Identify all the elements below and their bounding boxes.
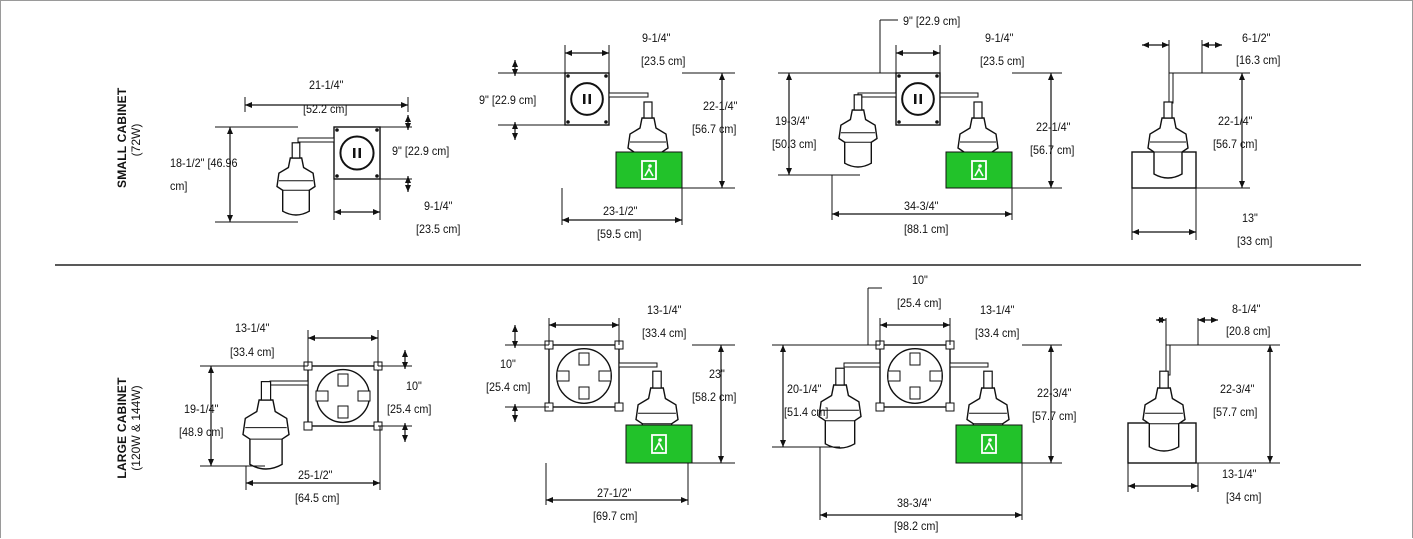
dim-label: 10" bbox=[912, 273, 928, 287]
dim-label: 9" [22.9 cm] bbox=[479, 93, 537, 107]
dim-label: 10" bbox=[500, 357, 516, 371]
lamp-fixture-icon bbox=[1142, 370, 1186, 452]
dim-label: 9-1/4" bbox=[985, 31, 1014, 45]
large-cabinet-views bbox=[200, 287, 1280, 520]
dim-label: [33.4 cm] bbox=[230, 345, 275, 359]
dim-label: 10" bbox=[406, 379, 422, 393]
dim-label: [88.1 cm] bbox=[904, 222, 949, 236]
dim-label: [52.2 cm] bbox=[303, 102, 348, 116]
cabinet-box-icon bbox=[895, 72, 941, 126]
dim-label: [56.7 cm] bbox=[692, 122, 737, 136]
conduit-arm bbox=[1168, 72, 1174, 104]
conduit-arm bbox=[608, 92, 649, 98]
lamp-fixture-icon bbox=[818, 367, 862, 449]
dim-label: [57.7 cm] bbox=[1213, 405, 1258, 419]
dim-label: [69.7 cm] bbox=[593, 509, 638, 523]
dim-label: [34 cm] bbox=[1226, 490, 1262, 504]
conduit-arm bbox=[269, 380, 309, 386]
conduit-arm bbox=[939, 92, 979, 98]
dim-label: 21-1/4" bbox=[309, 78, 344, 92]
cabinet-box-icon bbox=[564, 72, 610, 126]
cabinet-box-icon bbox=[875, 340, 955, 412]
conduit-arm bbox=[1165, 344, 1171, 376]
dim-label: [33.4 cm] bbox=[642, 326, 687, 340]
dim-label: 23" bbox=[709, 367, 725, 381]
conduit-arm bbox=[297, 137, 335, 143]
dim-label: [25.4 cm] bbox=[486, 380, 531, 394]
dim-label: [51.4 cm] bbox=[784, 405, 829, 419]
exit-sign-icon bbox=[615, 151, 683, 189]
dim-label: 22-1/4" bbox=[703, 99, 738, 113]
dim-label: [56.7 cm] bbox=[1030, 143, 1075, 157]
cabinet-box-icon bbox=[333, 126, 381, 180]
exit-sign-icon bbox=[955, 424, 1023, 464]
dim-label: cm] bbox=[170, 179, 188, 193]
dim-label: [23.5 cm] bbox=[416, 222, 461, 236]
dim-label: 19-3/4" bbox=[775, 114, 810, 128]
dim-label: 38-3/4" bbox=[897, 496, 932, 510]
dim-label: 13-1/4" bbox=[980, 303, 1015, 317]
dim-label: 9-1/4" bbox=[424, 199, 453, 213]
dim-label: [23.5 cm] bbox=[641, 54, 686, 68]
dim-label: 13-1/4" bbox=[647, 303, 682, 317]
dim-label: [20.8 cm] bbox=[1226, 324, 1271, 338]
dim-label: 22-3/4" bbox=[1037, 386, 1072, 400]
dim-label: 13-1/4" bbox=[235, 321, 270, 335]
dim-label: [33 cm] bbox=[1237, 234, 1273, 248]
dim-label: 9-1/4" bbox=[642, 31, 671, 45]
dim-label: [25.4 cm] bbox=[387, 402, 432, 416]
dim-label: [64.5 cm] bbox=[295, 491, 340, 505]
dim-label: [48.9 cm] bbox=[179, 425, 224, 439]
dim-label: 20-1/4" bbox=[787, 382, 822, 396]
dim-label: 23-1/2" bbox=[603, 204, 638, 218]
dim-label: [33.4 cm] bbox=[975, 326, 1020, 340]
dim-label: [25.4 cm] bbox=[897, 296, 942, 310]
dim-label: [58.2 cm] bbox=[692, 390, 737, 404]
lamp-fixture-icon bbox=[276, 142, 316, 216]
dim-label: 22-1/4" bbox=[1218, 114, 1253, 128]
dim-label: [59.5 cm] bbox=[597, 227, 642, 241]
dim-label: [57.7 cm] bbox=[1032, 409, 1077, 423]
exit-sign-icon bbox=[945, 151, 1013, 189]
small-cabinet-views bbox=[215, 19, 1250, 240]
dim-label: [50.3 cm] bbox=[772, 137, 817, 151]
dim-label: [98.2 cm] bbox=[894, 519, 939, 533]
dim-label: 8-1/4" bbox=[1232, 302, 1261, 316]
dim-label: 9" [22.9 cm] bbox=[392, 144, 450, 158]
dim-label: 6-1/2" bbox=[1242, 31, 1271, 45]
dim-label: 22-1/4" bbox=[1036, 120, 1071, 134]
lamp-fixture-icon bbox=[838, 94, 878, 168]
dim-label: 27-1/2" bbox=[597, 486, 632, 500]
exit-sign-icon bbox=[625, 424, 693, 464]
conduit-arm bbox=[618, 362, 658, 368]
dim-label: 13" bbox=[1242, 211, 1258, 225]
dim-label: 13-1/4" bbox=[1222, 467, 1257, 481]
dim-label: [23.5 cm] bbox=[980, 54, 1025, 68]
dim-label: 22-3/4" bbox=[1220, 382, 1255, 396]
cabinet-box-icon bbox=[544, 340, 624, 412]
conduit-arm bbox=[949, 362, 989, 368]
conduit-arm bbox=[843, 362, 881, 368]
lamp-fixture-icon bbox=[1147, 101, 1189, 179]
dim-label: 25-1/2" bbox=[298, 468, 333, 482]
dim-label: [16.3 cm] bbox=[1236, 53, 1281, 67]
dim-label: [56.7 cm] bbox=[1213, 137, 1258, 151]
conduit-arm bbox=[857, 92, 897, 98]
dim-label: 18-1/2" [46.96 bbox=[170, 156, 238, 170]
lamp-fixture-icon bbox=[242, 381, 290, 470]
dim-label: 19-1/4" bbox=[184, 402, 219, 416]
dim-label: 9" [22.9 cm] bbox=[903, 14, 961, 28]
dim-label: 34-3/4" bbox=[904, 199, 939, 213]
cabinet-box-icon bbox=[303, 361, 383, 431]
